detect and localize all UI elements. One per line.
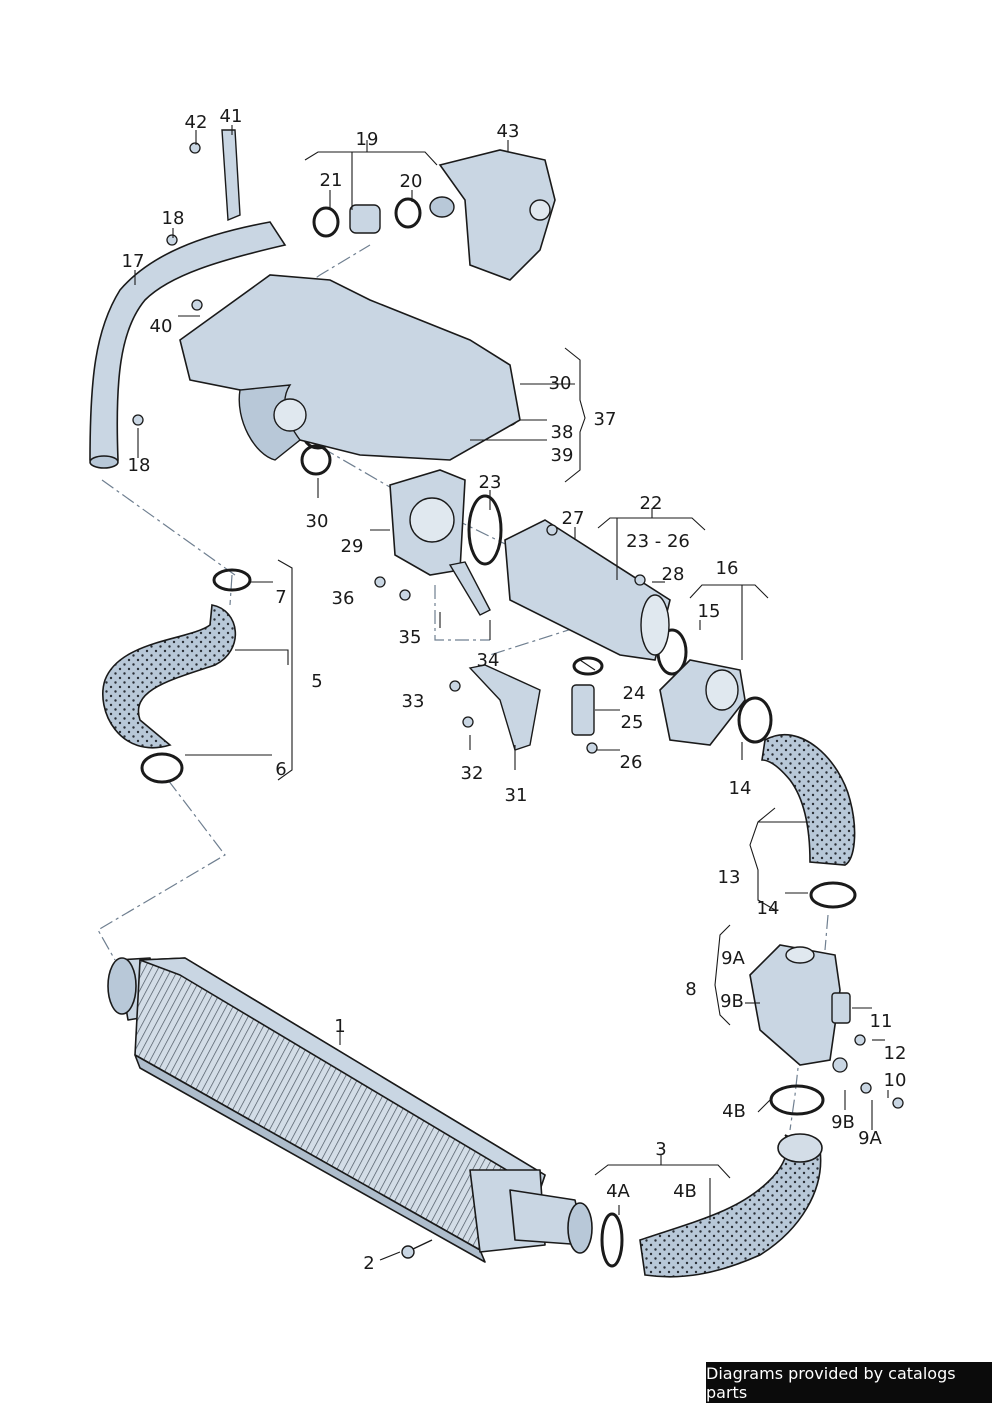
- part-label-5: 5: [311, 671, 322, 692]
- part-label-23-26: 23 - 26: [626, 531, 690, 552]
- hose-3-end: [777, 1133, 823, 1163]
- part-label-23: 23: [479, 472, 502, 493]
- manifold-bore: [273, 398, 307, 432]
- small-bolts: [132, 142, 904, 1109]
- intake-pipe: [504, 519, 671, 661]
- hose-5: [102, 604, 237, 749]
- part-label-21: 21: [320, 170, 343, 191]
- clamps: [140, 197, 857, 1268]
- part-label-40: 40: [150, 316, 173, 337]
- part-label-37: 37: [594, 409, 617, 430]
- bracket-41: [221, 129, 241, 222]
- part-label-6: 6: [275, 759, 286, 780]
- part-label-15: 15: [698, 601, 721, 622]
- sleeve-21: [349, 204, 381, 234]
- part-label-42: 42: [185, 112, 208, 133]
- egr-port: [529, 199, 551, 221]
- part-label-9B: 9B: [831, 1112, 855, 1133]
- part-label-9A: 9A: [721, 948, 745, 969]
- intake-manifold: [179, 274, 521, 461]
- part-label-8: 8: [685, 979, 696, 1000]
- part-label-7: 7: [275, 587, 286, 608]
- part-label-2: 2: [363, 1253, 374, 1274]
- part-label-28: 28: [662, 564, 685, 585]
- sensor-11: [831, 992, 851, 1024]
- connector-8: [749, 944, 841, 1066]
- part-label-19: 19: [356, 129, 379, 150]
- part-label-41: 41: [220, 106, 243, 127]
- part-label-17: 17: [122, 251, 145, 272]
- copyright-banner: Diagrams provided by catalogs parts: [706, 1362, 992, 1403]
- sensor-25: [571, 684, 595, 736]
- part-label-18: 18: [128, 455, 151, 476]
- flap-bore: [705, 669, 739, 711]
- part-label-29: 29: [341, 536, 364, 557]
- bracket-31: [468, 664, 541, 751]
- part-label-14: 14: [757, 898, 780, 919]
- throttle-bore: [409, 497, 455, 543]
- intercooler: [107, 957, 593, 1263]
- pipe-17: [89, 221, 287, 461]
- part-label-30: 30: [306, 511, 329, 532]
- part-label-16: 16: [716, 558, 739, 579]
- part-label-30: 30: [549, 373, 572, 394]
- part-label-9A: 9A: [858, 1128, 882, 1149]
- part-label-13: 13: [718, 867, 741, 888]
- part-label-24: 24: [623, 683, 646, 704]
- part-label-9B: 9B: [720, 991, 744, 1012]
- egr-pipe-end: [429, 196, 455, 218]
- part-label-31: 31: [505, 785, 528, 806]
- bolt-2: [401, 1239, 433, 1259]
- part-label-34: 34: [477, 650, 500, 671]
- part-label-38: 38: [551, 422, 574, 443]
- part-label-22: 22: [640, 493, 663, 514]
- connector-8-top: [785, 946, 815, 964]
- part-label-10: 10: [884, 1070, 907, 1091]
- part-label-11: 11: [870, 1011, 893, 1032]
- part-label-1: 1: [334, 1016, 345, 1037]
- part-label-4A: 4A: [606, 1181, 630, 1202]
- bracket-34: [448, 561, 491, 616]
- egr-valve: [438, 149, 556, 281]
- part-label-35: 35: [399, 627, 422, 648]
- part-label-14: 14: [729, 778, 752, 799]
- part-label-12: 12: [884, 1043, 907, 1064]
- part-label-4B: 4B: [673, 1181, 697, 1202]
- part-label-36: 36: [332, 588, 355, 609]
- part-label-39: 39: [551, 445, 574, 466]
- part-label-4B: 4B: [722, 1101, 746, 1122]
- part-label-3: 3: [655, 1139, 666, 1160]
- intake-pipe-flange: [640, 594, 670, 656]
- part-label-33: 33: [402, 691, 425, 712]
- part-label-43: 43: [497, 121, 520, 142]
- pipe-17-end: [89, 455, 119, 469]
- part-label-20: 20: [400, 171, 423, 192]
- part-label-18: 18: [162, 208, 185, 229]
- part-label-25: 25: [621, 712, 644, 733]
- part-label-26: 26: [620, 752, 643, 773]
- part-label-32: 32: [461, 763, 484, 784]
- hose-13: [761, 733, 856, 866]
- leader-lines: [134, 125, 889, 1261]
- part-label-27: 27: [562, 508, 585, 529]
